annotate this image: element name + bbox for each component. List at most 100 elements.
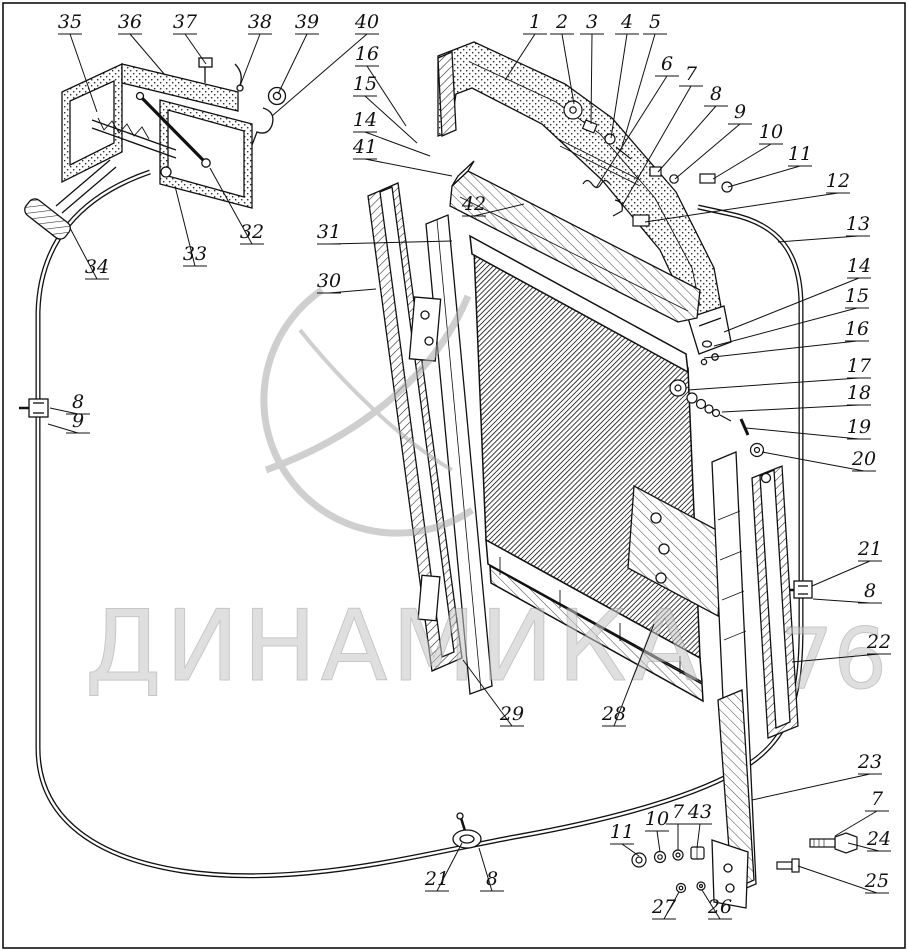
callout-number: 2 bbox=[555, 11, 568, 33]
callout-39: 39 bbox=[277, 11, 319, 95]
callout-21: 21 bbox=[811, 538, 882, 587]
callout-leader-line bbox=[47, 423, 79, 434]
callout-number: 16 bbox=[355, 43, 379, 65]
callout-15: 15 bbox=[353, 73, 418, 144]
callout-16: 16 bbox=[703, 318, 869, 359]
callout-number: 10 bbox=[645, 808, 669, 830]
upper-crossmember bbox=[449, 160, 701, 323]
callout-number: 10 bbox=[759, 121, 783, 143]
watermark: ДИНАМИКА 76 bbox=[85, 287, 887, 709]
callout-14: 14 bbox=[723, 255, 871, 333]
callout-23: 23 bbox=[751, 751, 882, 801]
callout-40: 40 bbox=[271, 11, 379, 117]
callout-number: 18 bbox=[847, 382, 871, 404]
callout-number: 21 bbox=[424, 868, 449, 890]
callout-42: 42 bbox=[461, 193, 525, 217]
callout-leader-line bbox=[174, 185, 196, 267]
callout-number: 9 bbox=[72, 410, 84, 432]
callout-number: 16 bbox=[845, 318, 869, 340]
callout-leader-line bbox=[644, 192, 839, 223]
callout-leader-line bbox=[812, 598, 871, 604]
roller-spring bbox=[669, 379, 765, 458]
callout-number: 15 bbox=[353, 73, 377, 95]
callout-number: 39 bbox=[295, 11, 319, 33]
callout-number: 1 bbox=[529, 11, 541, 33]
callout-number: 14 bbox=[847, 255, 871, 277]
callout-leader-line bbox=[184, 33, 207, 65]
callout-number: 22 bbox=[866, 631, 891, 653]
callout-number: 32 bbox=[240, 221, 264, 243]
callout-leader-line bbox=[621, 843, 640, 857]
callout-5: 5 bbox=[620, 11, 667, 151]
callout-number: 30 bbox=[317, 270, 341, 292]
callout-32: 32 bbox=[209, 167, 264, 245]
callout-22: 22 bbox=[791, 631, 891, 663]
callout-10: 10 bbox=[712, 121, 783, 180]
callout-number: 23 bbox=[857, 751, 882, 773]
callout-leader-line bbox=[613, 623, 655, 727]
callout-11: 11 bbox=[610, 821, 640, 857]
callout-leader-line bbox=[751, 773, 871, 801]
callout-leader-line bbox=[49, 407, 79, 415]
callout-2: 2 bbox=[550, 11, 575, 105]
callout-leader-line bbox=[656, 830, 661, 853]
callout-leader-line bbox=[674, 123, 741, 180]
callout-number: 37 bbox=[173, 11, 198, 33]
callout-leader-line bbox=[610, 33, 628, 139]
callout-number: 15 bbox=[845, 285, 869, 307]
callout-leader-line bbox=[436, 842, 463, 892]
callout-11: 11 bbox=[727, 143, 812, 188]
callout-leader-line bbox=[364, 158, 453, 177]
callout-number: 11 bbox=[610, 821, 634, 843]
callout-7: 7 bbox=[834, 788, 889, 837]
callout-35: 35 bbox=[58, 11, 98, 113]
callout-leader-line bbox=[761, 451, 865, 472]
callout-leader-line bbox=[712, 143, 772, 180]
callout-leader-line bbox=[277, 33, 308, 95]
callout-number: 6 bbox=[661, 53, 673, 75]
callout-leader-line bbox=[721, 404, 860, 413]
callout-number: 43 bbox=[687, 801, 712, 823]
callout-number: 8 bbox=[486, 868, 498, 890]
callout-13: 13 bbox=[777, 213, 870, 243]
callout-number: 29 bbox=[499, 703, 524, 725]
callout-8: 8 bbox=[49, 391, 90, 415]
callout-number: 19 bbox=[847, 416, 871, 438]
right-rail bbox=[711, 451, 757, 909]
callout-7: 7 bbox=[666, 801, 690, 850]
small-parts-top bbox=[559, 100, 733, 227]
callout-8: 8 bbox=[478, 847, 504, 892]
callout-15: 15 bbox=[713, 285, 869, 347]
callout-number: 8 bbox=[72, 391, 84, 413]
callout-leader-line bbox=[696, 823, 701, 849]
callout-20: 20 bbox=[761, 448, 876, 472]
callout-leader-line bbox=[703, 340, 858, 359]
callout-number: 38 bbox=[248, 11, 272, 33]
callout-number: 4 bbox=[620, 11, 633, 33]
callout-26: 26 bbox=[701, 889, 732, 920]
callout-27: 27 bbox=[651, 891, 680, 920]
callout-leader-line bbox=[209, 167, 253, 245]
callout-leader-line bbox=[364, 95, 418, 144]
callout-41: 41 bbox=[352, 136, 453, 177]
callout-19: 19 bbox=[745, 416, 871, 440]
callout-30: 30 bbox=[317, 270, 377, 294]
callout-9: 9 bbox=[674, 101, 752, 180]
bolt-right bbox=[809, 832, 858, 854]
control-bracket-assembly bbox=[24, 57, 287, 240]
callout-number: 35 bbox=[58, 11, 82, 33]
callout-leader-line bbox=[687, 377, 860, 391]
callout-9: 9 bbox=[47, 410, 90, 434]
callout-25: 25 bbox=[797, 865, 889, 894]
cable-clamp-bottom bbox=[452, 812, 482, 849]
callout-31: 31 bbox=[317, 221, 453, 245]
callout-14: 14 bbox=[353, 109, 431, 157]
callout-number: 11 bbox=[788, 143, 812, 165]
callout-number: 14 bbox=[353, 109, 377, 131]
callout-4: 4 bbox=[610, 11, 639, 139]
callout-10: 10 bbox=[645, 808, 669, 853]
callout-leader-line bbox=[847, 842, 880, 852]
screw-25 bbox=[776, 858, 800, 873]
